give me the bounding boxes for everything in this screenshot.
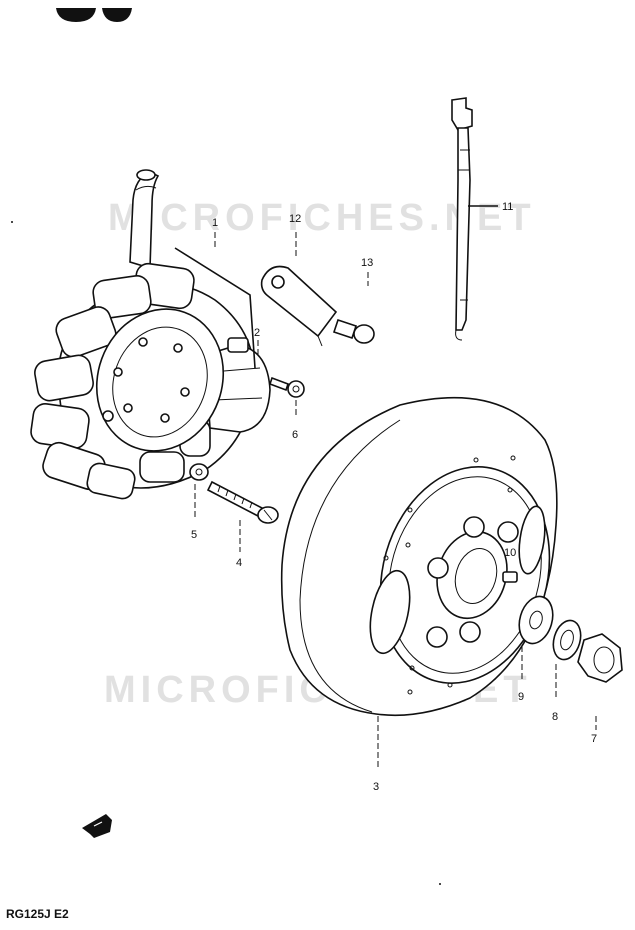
label-part-12: 12 [289, 213, 301, 225]
stray-dot [439, 883, 441, 885]
screw-part-13 [332, 318, 375, 344]
label-part-7: 7 [591, 733, 597, 745]
label-part-8: 8 [552, 711, 558, 723]
label-part-4: 4 [236, 557, 242, 569]
label-part-2: 2 [254, 327, 260, 339]
label-part-9: 9 [518, 691, 524, 703]
cable-part-11 [451, 97, 473, 341]
label-part-3: 3 [373, 781, 379, 793]
stray-dot [11, 221, 13, 223]
model-code: RG125J E2 [6, 907, 69, 921]
screw-part-6 [268, 376, 305, 398]
label-part-1: 1 [212, 217, 218, 229]
label-part-10: 10 [504, 547, 516, 559]
bolt-part-4 [206, 480, 279, 524]
watermark-top: MICROFICHES.NET [108, 197, 536, 239]
label-part-11: 11 [502, 201, 513, 213]
label-part-13: 13 [361, 257, 373, 269]
clamp-part-12 [260, 265, 338, 347]
lock-washer-part-8 [552, 619, 582, 661]
nut-part-7 [577, 633, 623, 683]
washer-part-9 [518, 595, 554, 645]
stator-assembly [30, 169, 271, 500]
washer-part-5 [189, 463, 209, 481]
flywheel-rotor-part-3 [280, 396, 558, 717]
label-part-6: 6 [292, 429, 298, 441]
label-part-5: 5 [191, 529, 197, 541]
corner-marks [56, 8, 132, 22]
front-direction-arrow-icon [82, 814, 112, 838]
leader-lines-upper [174, 232, 259, 369]
